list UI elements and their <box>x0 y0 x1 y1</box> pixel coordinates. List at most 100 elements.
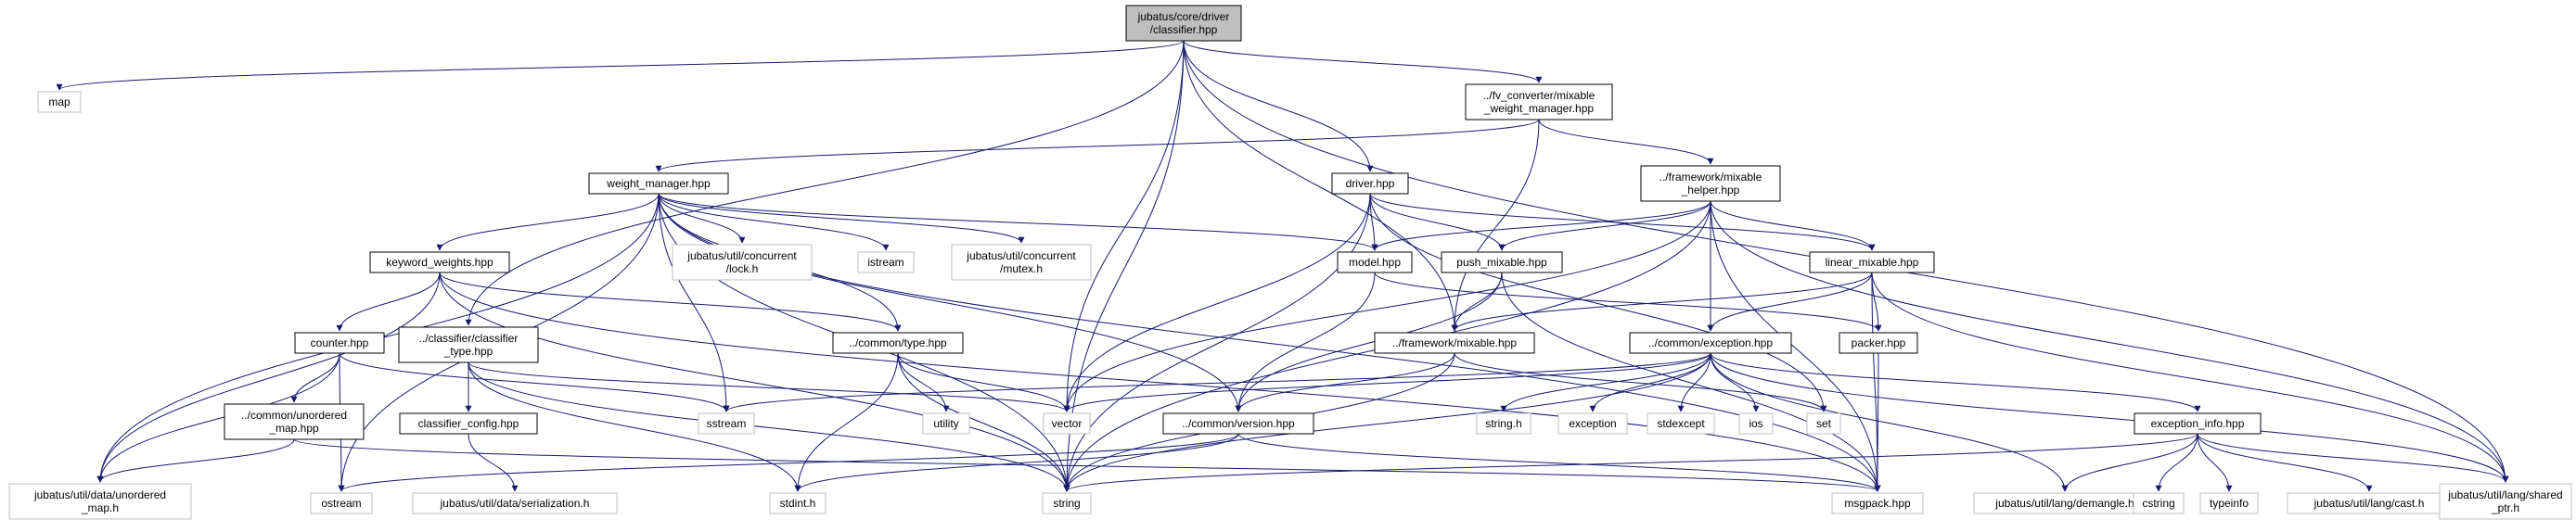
node-classifier-config[interactable]: classifier_config.hpp <box>399 412 538 435</box>
edge-unordered_map_hpp-to-unordered_map_h <box>96 438 295 483</box>
node-fw-mixable[interactable]: ../framework/mixable.hpp <box>1374 332 1535 354</box>
node-label: jubatus/core/driver <box>1137 10 1230 23</box>
node-serialization-h: jubatus/util/data/serialization.h <box>412 492 618 514</box>
node-label: msgpack.hpp <box>1844 497 1911 510</box>
node-box <box>1465 83 1613 120</box>
node-packer[interactable]: packer.hpp <box>1839 332 1918 354</box>
node-box <box>1738 412 1774 435</box>
node-model[interactable]: model.hpp <box>1337 251 1413 273</box>
edge-driver-to-linear_mixable <box>1369 193 1876 251</box>
edge-root-to-fvconv <box>1183 40 1543 83</box>
edge-linear_mixable-to-shared_ptr_h <box>1871 272 2509 483</box>
node-label: jubatus/util/lang/demangle.h <box>1994 497 2134 510</box>
edge-root-to-fw_mixable <box>1183 40 1458 332</box>
node-cast-h: jubatus/util/lang/cast.h <box>2287 492 2452 514</box>
node-label: exception_info.hpp <box>2151 417 2245 430</box>
node-label: keyword_weights.hpp <box>386 256 493 269</box>
node-box <box>1557 412 1628 435</box>
edge-driver-to-vector <box>1063 193 1371 412</box>
node-stdint-h: stdint.h <box>769 492 827 514</box>
edges-layer <box>56 40 2509 492</box>
node-fvconv[interactable]: ../fv_converter/mixable_weight_manager.h… <box>1465 83 1613 120</box>
edge-common_exception-to-exception_info <box>1710 352 2201 412</box>
node-label: ostream <box>321 497 361 510</box>
node-label: exception <box>1569 417 1616 430</box>
edge-common_type-to-utility <box>897 352 950 412</box>
edge-weight_manager-to-mutex_h <box>658 193 1025 244</box>
node-label: cstring <box>2142 497 2174 510</box>
edge-common_exception-to-sstream <box>723 352 1711 412</box>
node-driver[interactable]: driver.hpp <box>1331 172 1409 195</box>
node-push-mixable[interactable]: push_mixable.hpp <box>1441 251 1563 273</box>
node-vector: vector <box>1043 412 1091 435</box>
node-unordered-map-h: jubatus/util/data/unordered_map.h <box>8 483 192 520</box>
node-exception-info[interactable]: exception_info.hpp <box>2134 412 2262 435</box>
node-box <box>1647 412 1715 435</box>
node-box <box>294 332 385 354</box>
edge-classifier_config-to-serialization_h <box>468 433 519 492</box>
edge-fvconv-to-mixable_helper <box>1538 119 1714 165</box>
node-string-h: string.h <box>1476 412 1532 435</box>
node-map: map <box>37 91 82 113</box>
node-box <box>1629 332 1792 354</box>
edge-root-to-driver <box>1183 40 1374 172</box>
edge-weight_manager-to-common_version <box>658 193 1242 412</box>
node-istream: istream <box>857 251 915 273</box>
node-box <box>1640 165 1781 202</box>
node-linear-mixable[interactable]: linear_mixable.hpp <box>1809 251 1935 273</box>
node-box <box>369 251 510 273</box>
node-label: _weight_manager.hpp <box>1483 102 1594 115</box>
edge-mixable_helper-to-model <box>1371 200 1711 251</box>
node-label: string.h <box>1485 417 1521 430</box>
edge-keyword_weights-to-unordered_map_h <box>96 272 441 483</box>
node-box <box>37 91 82 113</box>
node-unordered-map-hpp[interactable]: ../common/unordered_map.hpp <box>224 403 365 440</box>
edge-keyword_weights-to-counter <box>336 272 441 332</box>
edge-exception_info-to-cstring <box>2155 433 2198 492</box>
node-string: string <box>1042 492 1092 514</box>
node-label: ../framework/mixable <box>1660 171 1762 184</box>
node-box <box>588 172 729 195</box>
node-common-type[interactable]: ../common/type.hpp <box>832 332 964 354</box>
node-label: _helper.hpp <box>1681 184 1740 196</box>
node-common-version[interactable]: ../common/version.hpp <box>1162 412 1314 435</box>
node-counter[interactable]: counter.hpp <box>294 332 385 354</box>
node-box <box>1331 172 1409 195</box>
node-label: weight_manager.hpp <box>606 177 711 190</box>
node-box <box>922 412 970 435</box>
node-label: utility <box>933 417 958 430</box>
node-keyword-weights[interactable]: keyword_weights.hpp <box>369 251 510 273</box>
node-box <box>1441 251 1563 273</box>
edge-common_exception-to-demangle_h <box>1710 352 2069 492</box>
node-typeinfo: typeinfo <box>2199 492 2259 514</box>
node-label: ../common/version.hpp <box>1182 417 1295 430</box>
node-label: _ptr.h <box>2491 501 2519 514</box>
node-box <box>412 492 618 514</box>
node-common-exception[interactable]: ../common/exception.hpp <box>1629 332 1792 354</box>
edge-driver-to-set <box>1369 193 1827 412</box>
edge-common_version-to-ostream <box>338 433 1239 492</box>
node-classifier-type[interactable]: ../classifier/classifier_type.hpp <box>398 326 539 363</box>
node-cstring: cstring <box>2133 492 2185 514</box>
node-mixable-helper[interactable]: ../framework/mixable_helper.hpp <box>1640 165 1781 202</box>
node-label: jubatus/util/lang/shared <box>2447 488 2562 501</box>
edge-weight_manager-to-sstream <box>658 193 730 412</box>
node-weight-manager[interactable]: weight_manager.hpp <box>588 172 729 195</box>
node-label: jubatus/util/lang/cast.h <box>2313 497 2425 510</box>
edge-common_type-to-vector <box>897 352 1070 412</box>
node-label: jubatus/util/data/serialization.h <box>440 497 590 510</box>
edge-driver-to-push_mixable <box>1369 193 1506 251</box>
node-label: istream <box>867 256 904 269</box>
node-shared-ptr-h: jubatus/util/lang/shared_ptr.h <box>2439 483 2572 520</box>
node-label: ../fv_converter/mixable <box>1483 89 1596 102</box>
node-box <box>1042 492 1092 514</box>
node-box <box>1806 412 1841 435</box>
node-label: /lock.h <box>726 262 759 275</box>
edge-push_mixable-to-common_version <box>1235 272 1503 412</box>
node-root[interactable]: jubatus/core/driver/classifier.hpp <box>1125 5 1242 42</box>
edge-fvconv-to-weight_manager <box>655 119 1540 172</box>
edge-linear_mixable-to-msgpack <box>1871 272 1881 492</box>
nodes-layer: jubatus/core/driver/classifier.hpp map ../… <box>8 5 2572 520</box>
